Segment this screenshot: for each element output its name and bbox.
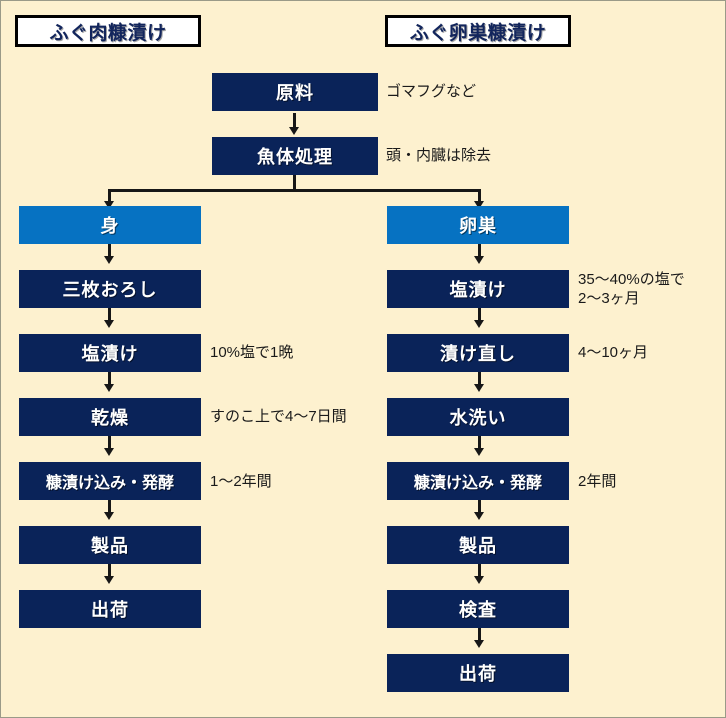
- arrowhead-right-5: [474, 512, 484, 520]
- node-left-body-label: 身: [100, 216, 120, 236]
- annotation-right-repickling: 4〜10ヶ月: [578, 344, 649, 361]
- node-right-repickling[interactable]: 漬け直し: [387, 334, 569, 372]
- node-left-drying[interactable]: 乾燥: [19, 398, 201, 436]
- node-raw-material[interactable]: 原料: [212, 73, 378, 111]
- connector-left-3: [108, 372, 111, 388]
- arrowhead-split-right: [474, 201, 484, 209]
- annotation-right-salting: 35〜40%の塩で 2〜3ヶ月: [578, 271, 685, 307]
- annotation-left-drying: すのこ上で4〜7日間: [210, 408, 347, 425]
- connector-right-1: [478, 244, 481, 260]
- node-right-repickling-label: 漬け直し: [440, 344, 516, 364]
- node-right-shipment[interactable]: 出荷: [387, 654, 569, 692]
- title-right-label: ふぐ卵巣糠漬け: [409, 22, 547, 44]
- arrowhead-left-6: [104, 576, 114, 584]
- node-right-ovary-label: 卵巣: [459, 216, 497, 236]
- node-fish-processing[interactable]: 魚体処理: [212, 137, 378, 175]
- node-right-inspection[interactable]: 検査: [387, 590, 569, 628]
- node-right-washing-label: 水洗い: [449, 408, 507, 428]
- node-right-product-label: 製品: [459, 536, 497, 556]
- annotation-left-salting: 10%塩で1晩: [210, 344, 294, 361]
- connector-left-1: [108, 244, 111, 260]
- node-left-salting-label: 塩漬け: [81, 344, 139, 364]
- connector-left-6: [108, 564, 111, 580]
- node-left-product[interactable]: 製品: [19, 526, 201, 564]
- connector-split-stem: [293, 175, 296, 192]
- connector-right-7: [478, 628, 481, 644]
- title-left-label: ふぐ肉糠漬け: [49, 22, 167, 44]
- node-right-salting-label: 塩漬け: [449, 280, 507, 300]
- connector-split-left-drop: [108, 189, 111, 205]
- node-left-body[interactable]: 身: [19, 206, 201, 244]
- node-right-washing[interactable]: 水洗い: [387, 398, 569, 436]
- node-right-inspection-label: 検査: [459, 600, 497, 620]
- arrowhead-left-1: [104, 256, 114, 264]
- arrowhead-raw-to-fish: [289, 127, 299, 135]
- node-left-product-label: 製品: [91, 536, 129, 556]
- annotation-raw-material: ゴマフグなど: [386, 83, 477, 100]
- node-left-bran-pickling-fermentation[interactable]: 糠漬け込み・発酵: [19, 462, 201, 500]
- connector-split-right-drop: [478, 189, 481, 205]
- arrowhead-left-2: [104, 320, 114, 328]
- title-left-fugu-meat: ふぐ肉糠漬け: [15, 15, 201, 47]
- node-left-filleting[interactable]: 三枚おろし: [19, 270, 201, 308]
- title-right-fugu-ovary: ふぐ卵巣糠漬け: [385, 15, 571, 47]
- annotation-fish-processing: 頭・内臓は除去: [386, 147, 492, 164]
- node-left-bran-pickling-fermentation-label: 糠漬け込み・発酵: [45, 475, 174, 492]
- node-right-shipment-label: 出荷: [459, 664, 497, 684]
- node-right-product[interactable]: 製品: [387, 526, 569, 564]
- arrowhead-right-2: [474, 320, 484, 328]
- connector-split-bar: [108, 189, 481, 192]
- connector-right-2: [478, 308, 481, 324]
- node-left-salting[interactable]: 塩漬け: [19, 334, 201, 372]
- arrowhead-right-7: [474, 640, 484, 648]
- annotation-left-bran-pickling: 1〜2年間: [210, 473, 272, 490]
- annotation-right-bran-pickling: 2年間: [578, 473, 617, 490]
- node-left-filleting-label: 三枚おろし: [62, 280, 158, 300]
- arrowhead-split-left: [104, 201, 114, 209]
- connector-right-3: [478, 372, 481, 388]
- node-right-ovary[interactable]: 卵巣: [387, 206, 569, 244]
- connector-right-4: [478, 436, 481, 452]
- arrowhead-right-3: [474, 384, 484, 392]
- node-right-bran-pickling-fermentation-label: 糠漬け込み・発酵: [413, 475, 542, 492]
- node-left-shipment-label: 出荷: [91, 600, 129, 620]
- arrowhead-left-5: [104, 512, 114, 520]
- arrowhead-left-4: [104, 448, 114, 456]
- connector-right-6: [478, 564, 481, 580]
- connector-left-2: [108, 308, 111, 324]
- node-left-shipment[interactable]: 出荷: [19, 590, 201, 628]
- connector-left-4: [108, 436, 111, 452]
- connector-raw-to-fish: [293, 113, 296, 131]
- arrowhead-right-4: [474, 448, 484, 456]
- node-right-bran-pickling-fermentation[interactable]: 糠漬け込み・発酵: [387, 462, 569, 500]
- connector-left-5: [108, 500, 111, 516]
- node-right-salting[interactable]: 塩漬け: [387, 270, 569, 308]
- node-raw-material-label: 原料: [276, 83, 314, 103]
- connector-right-5: [478, 500, 481, 516]
- arrowhead-right-1: [474, 256, 484, 264]
- node-fish-processing-label: 魚体処理: [257, 147, 333, 167]
- node-left-drying-label: 乾燥: [91, 408, 129, 428]
- arrowhead-right-6: [474, 576, 484, 584]
- arrowhead-left-3: [104, 384, 114, 392]
